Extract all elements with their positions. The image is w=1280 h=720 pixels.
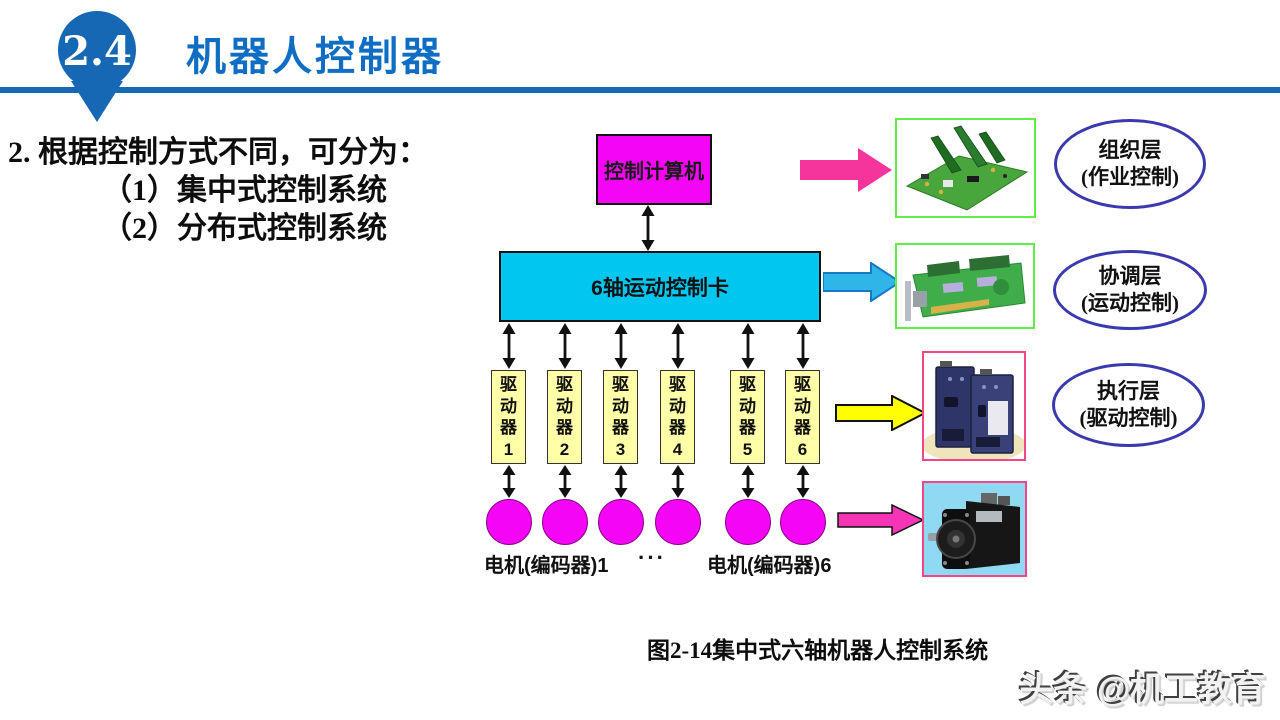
driver-label: 驱动器5 — [739, 375, 756, 459]
motor-circle-6 — [780, 499, 826, 545]
layer-name: 组织层 — [1098, 138, 1162, 162]
driver-label: 驱动器1 — [500, 375, 517, 459]
layer-name: 执行层 — [1097, 379, 1160, 403]
controller-boards-photo — [895, 118, 1036, 218]
badge-pin-icon — [58, 11, 136, 89]
servo-drives-photo — [922, 351, 1026, 461]
right-arrow-yellow-icon — [835, 395, 927, 431]
motor-label-right: 电机(编码器)6 — [707, 555, 832, 577]
header-divider-line — [0, 87, 1280, 93]
up-down-arrow-icon — [796, 465, 810, 498]
control-computer-label: 控制计算机 — [604, 161, 704, 183]
motor-circle-1 — [486, 499, 532, 545]
up-down-arrow-icon — [671, 323, 685, 369]
figure-caption: 图2-14集中式六轴机器人控制系统 — [647, 638, 989, 663]
up-down-arrow-icon — [614, 323, 628, 369]
driver-box-5: 驱动器5 — [730, 370, 765, 464]
intro-item-centralized: （1）集中式控制系统 — [102, 174, 387, 207]
motion-card-label: 6轴运动控制卡 — [591, 276, 729, 300]
layer-ellipse-organization: 组织层 (作业控制) — [1054, 119, 1206, 209]
driver-box-3: 驱动器3 — [603, 370, 638, 464]
layer-sub: (运动控制) — [1081, 291, 1179, 315]
right-arrow-pink-icon — [800, 148, 892, 192]
driver-box-4: 驱动器4 — [660, 370, 695, 464]
layer-name: 协调层 — [1098, 264, 1162, 288]
right-arrow-blue-icon — [823, 262, 901, 302]
layer-sub: (作业控制) — [1081, 165, 1179, 189]
up-down-arrow-icon — [558, 323, 572, 369]
motor-label-left: 电机(编码器)1 — [484, 555, 609, 577]
up-down-arrow-icon — [502, 465, 516, 498]
driver-label: 驱动器4 — [669, 375, 686, 459]
up-down-arrow-icon — [558, 465, 572, 498]
up-down-arrow-icon — [614, 465, 628, 498]
motor-circle-3 — [598, 499, 644, 545]
intro-item-distributed: （2）分布式控制系统 — [102, 212, 387, 245]
pci-motion-card-photo — [895, 243, 1035, 329]
driver-label: 驱动器6 — [794, 375, 811, 459]
up-down-arrow-icon — [641, 205, 655, 251]
motor-circle-4 — [655, 499, 701, 545]
layer-ellipse-execution: 执行层 (驱动控制) — [1052, 363, 1205, 447]
driver-box-1: 驱动器1 — [491, 370, 526, 464]
layer-ellipse-coordination: 协调层 (运动控制) — [1053, 250, 1207, 330]
driver-box-6: 驱动器6 — [785, 370, 820, 464]
right-arrow-magenta-icon — [837, 504, 925, 536]
section-number: 2.4 — [62, 28, 132, 75]
motor-circle-2 — [542, 499, 588, 545]
driver-box-2: 驱动器2 — [547, 370, 582, 464]
servo-motor-photo — [922, 481, 1027, 577]
up-down-arrow-icon — [502, 323, 516, 369]
up-down-arrow-icon — [741, 323, 755, 369]
layer-sub: (驱动控制) — [1079, 406, 1178, 430]
ellipsis-label: ··· — [638, 545, 666, 570]
page-title: 机器人控制器 — [186, 35, 444, 79]
control-computer-box: 控制计算机 — [596, 134, 712, 205]
motion-card-box: 6轴运动控制卡 — [499, 251, 821, 322]
watermark: 头条 @机工教育 — [1019, 671, 1266, 709]
driver-label: 驱动器3 — [612, 375, 629, 459]
section-badge: 2.4 — [50, 8, 144, 124]
motor-circle-5 — [725, 499, 771, 545]
up-down-arrow-icon — [796, 323, 810, 369]
intro-heading: 2. 根据控制方式不同，可分为： — [8, 136, 428, 169]
driver-label: 驱动器2 — [556, 375, 573, 459]
up-down-arrow-icon — [671, 465, 685, 498]
up-down-arrow-icon — [741, 465, 755, 498]
